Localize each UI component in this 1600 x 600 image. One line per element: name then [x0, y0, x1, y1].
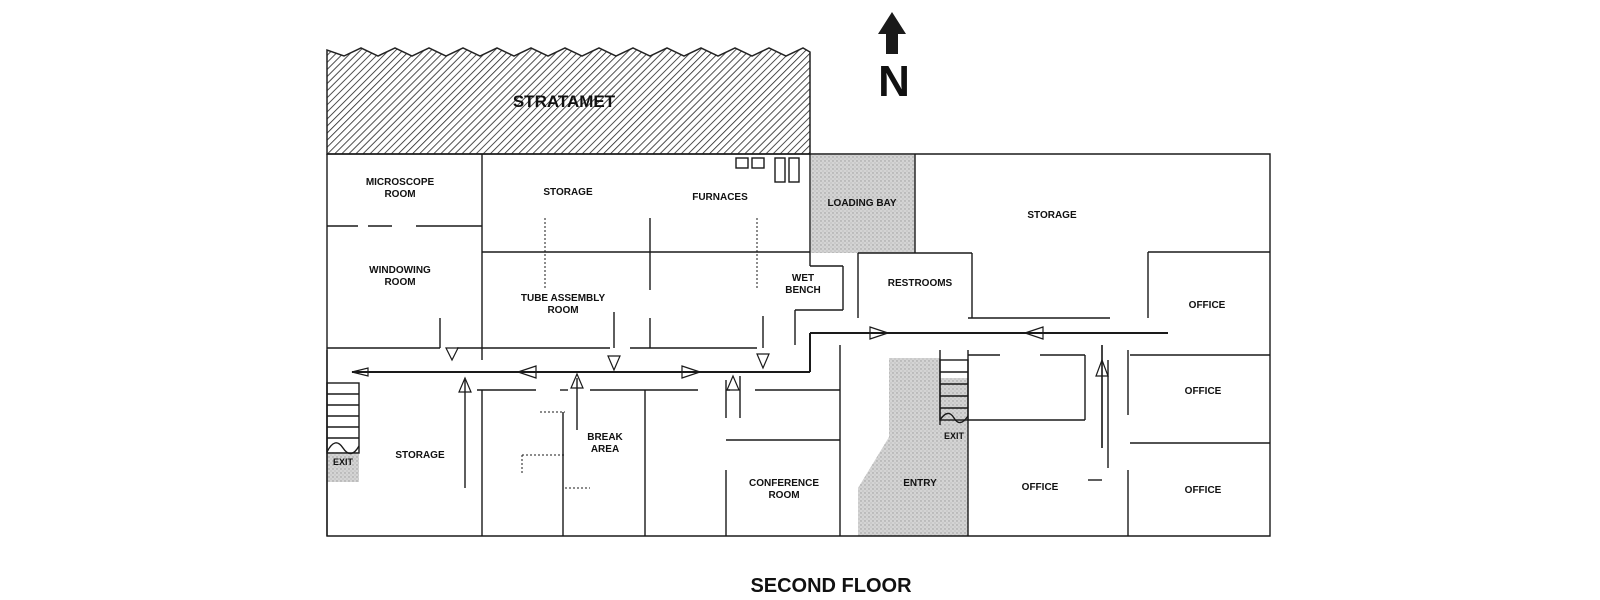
room-office-4: OFFICE: [1184, 485, 1222, 496]
exit-west-area: [327, 452, 359, 482]
room-storage-nw: STORAGE: [543, 187, 593, 198]
room-restrooms: RESTROOMS: [887, 278, 953, 289]
room-office-2: OFFICE: [1184, 386, 1222, 397]
room-loading-bay: LOADING BAY: [827, 198, 897, 209]
room-wet-bench: WET BENCH: [785, 273, 821, 296]
room-storage-sw: STORAGE: [395, 450, 445, 461]
room-microscope: MICROSCOPE ROOM: [365, 177, 435, 200]
room-storage-ne: STORAGE: [1027, 210, 1077, 221]
room-windowing: WINDOWING ROOM: [369, 265, 431, 288]
room-entry: ENTRY: [903, 478, 937, 489]
stratamet-label: STRATAMET: [512, 92, 616, 111]
room-office-1: OFFICE: [1188, 300, 1226, 311]
north-label: N: [878, 57, 910, 106]
room-tube-assembly: TUBE ASSEMBLY ROOM: [520, 293, 606, 316]
exit-west-label: EXIT: [332, 457, 354, 467]
north-arrow-icon: [878, 12, 906, 54]
loading-bay-area: [811, 155, 915, 253]
entry-area: [858, 358, 968, 536]
room-break-area: BREAK AREA: [587, 432, 623, 455]
floor-caption: SECOND FLOOR: [750, 575, 912, 597]
exit-center-label: EXIT: [943, 431, 965, 441]
room-furnaces: FURNACES: [692, 192, 748, 203]
room-office-3: OFFICE: [1021, 482, 1059, 493]
room-conference: CONFERENCE ROOM: [748, 478, 820, 501]
stratamet-building: [326, 47, 811, 155]
